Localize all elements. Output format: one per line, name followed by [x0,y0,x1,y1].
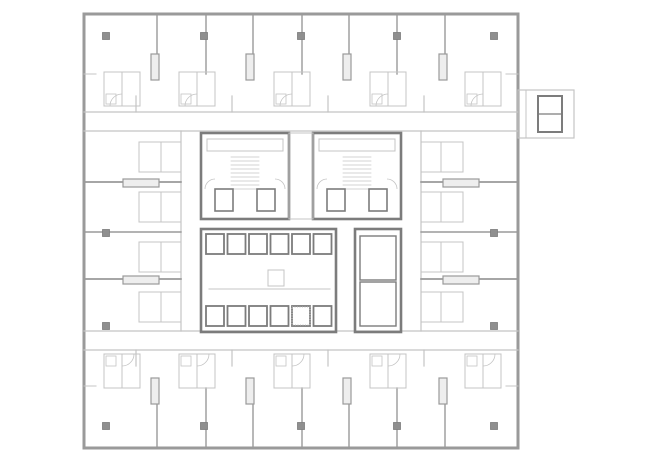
west-unit-column [83,141,182,330]
wardrobe [122,178,160,188]
fixture [275,355,287,367]
service-shaft-wall [353,227,403,334]
elevator-car [291,233,311,255]
bathroom-pod [420,241,464,273]
elevator-car [226,305,247,327]
bathroom-pod [138,141,182,173]
fixture [371,355,383,367]
landing [318,138,396,152]
door-swing [470,93,484,107]
building-envelope [82,12,520,450]
bathroom-pod [138,291,182,323]
wardrobe [442,178,480,188]
bathroom-pod [138,191,182,223]
elevator-car [312,233,333,255]
door-swing [184,93,198,107]
door-swing [109,93,123,107]
door-swing [387,353,401,367]
door-swing [316,178,328,190]
door-swing [482,353,496,367]
elevator-car [291,305,311,327]
wardrobe [150,377,160,405]
fixture [105,355,117,367]
elevator-car [226,233,247,255]
column [200,422,208,430]
stair-door-frame [326,188,346,212]
elevator-car [248,233,268,255]
door-swing [375,93,389,107]
wardrobe [150,53,160,81]
elevator-car [248,305,268,327]
column [102,322,110,330]
shaft [288,132,314,220]
elevator-car [205,233,225,255]
column [102,32,110,40]
column [297,32,305,40]
door-swing [196,353,210,367]
stair-treads [342,156,372,190]
bathroom-pod [420,141,464,173]
fixture [105,93,117,105]
wardrobe [438,377,448,405]
bathroom-pod [420,191,464,223]
elevator-car [205,305,225,327]
fixture [466,93,478,105]
door-swing [204,178,216,190]
central-core [199,131,403,334]
elevator-lobby-wall [199,227,338,334]
column [490,422,498,430]
door-swing [279,93,293,107]
stair-treads [230,156,260,190]
door-swing [386,178,398,190]
fixture [371,93,383,105]
column [102,422,110,430]
stair-door-frame [256,188,276,212]
column [490,229,498,237]
elevator-car [269,233,290,255]
elevator-car [312,305,333,327]
north-unit-row [102,13,502,113]
landing [206,138,284,152]
column [200,32,208,40]
annex-frame [517,89,575,139]
wardrobe [245,377,255,405]
wardrobe [342,377,352,405]
fixture [180,93,192,105]
service-shaft [359,235,397,281]
wardrobe [245,53,255,81]
column [102,229,110,237]
column [297,422,305,430]
fixture [275,93,287,105]
column [490,32,498,40]
wardrobe [438,53,448,81]
bathroom-pod [420,291,464,323]
exterior-stair-annex [517,89,575,139]
column [393,32,401,40]
door-swing [274,178,286,190]
column [490,322,498,330]
column [393,422,401,430]
planter [291,306,311,326]
elevator-car [269,305,290,327]
fixture [466,355,478,367]
outer-wall [82,12,520,450]
service-shaft [359,281,397,327]
fixture [180,355,192,367]
door-swing [121,353,135,367]
stair-door-frame [368,188,388,212]
wardrobe [122,275,160,285]
wardrobe [342,53,352,81]
wardrobe [442,275,480,285]
door-swing [291,353,305,367]
south-unit-row [102,349,502,449]
east-unit-column [420,141,519,330]
lobby-fixture [267,269,285,287]
bathroom-pod [138,241,182,273]
stair-door-frame [214,188,234,212]
